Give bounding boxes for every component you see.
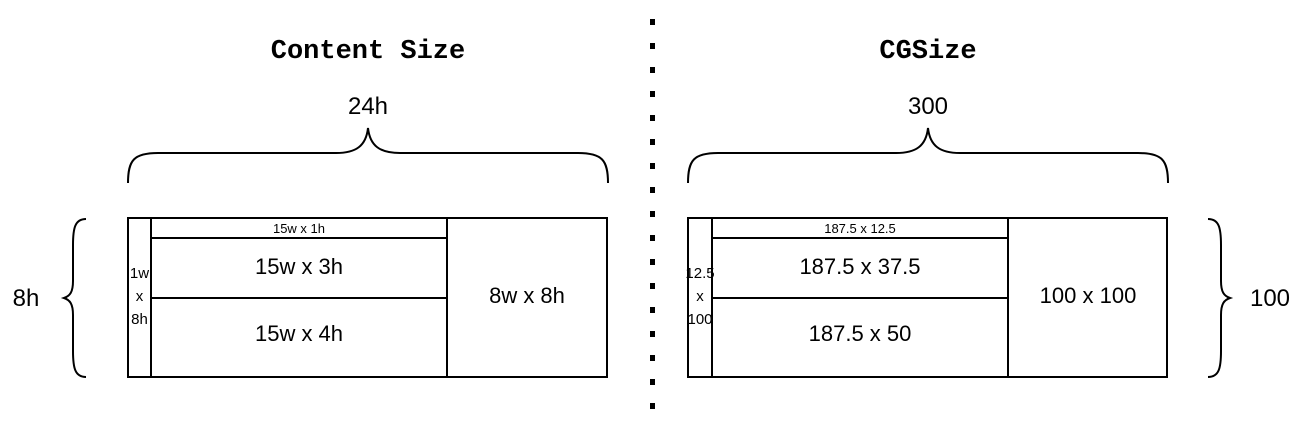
content-size-title: Content Size [271, 37, 465, 67]
square-cell-label: 100 x 100 [1040, 283, 1137, 308]
narrow-cell-label-line3: 8h [131, 311, 148, 328]
separator-dot [650, 235, 655, 241]
narrow-cell-label-line1: 12.5 [685, 265, 714, 282]
cgsize-height-brace [1207, 218, 1234, 378]
separator-dot [650, 163, 655, 169]
separator-dot [650, 355, 655, 361]
separator-dot [650, 187, 655, 193]
content-size-height-brace [60, 218, 87, 378]
narrow-cell-label-line2: x [696, 288, 704, 305]
separator-dot [650, 91, 655, 97]
square-cell-label: 8w x 8h [489, 283, 565, 308]
bottom-cell-label: 15w x 4h [255, 321, 343, 346]
separator-dot [650, 67, 655, 73]
middle-cell-label: 15w x 3h [255, 254, 343, 279]
separator-dot [650, 283, 655, 289]
separator-dot [650, 115, 655, 121]
bottom-cell-label: 187.5 x 50 [809, 321, 912, 346]
content-size-height-label: 8h [13, 285, 40, 312]
separator-dot [650, 379, 655, 385]
cgsize-height-label: 100 [1250, 285, 1290, 312]
narrow-cell-label-line1: 1w [130, 265, 149, 282]
separator-dot [650, 211, 655, 217]
narrow-cell-label-line2: x [136, 288, 144, 305]
narrow-cell-label-line3: 100 [687, 311, 712, 328]
cgsize-title: CGSize [879, 37, 976, 67]
cgsize-panel: CGSize 300 100 12.5 x 100 187.5 x 12.5 1… [685, 37, 1290, 378]
separator-dot [650, 43, 655, 49]
top-strip-cell-label: 15w x 1h [273, 221, 325, 236]
cgsize-width-brace [687, 127, 1169, 184]
separator-dot [650, 403, 655, 409]
content-size-width-label: 24h [348, 93, 388, 120]
middle-cell-label: 187.5 x 37.5 [799, 254, 920, 279]
dotted-separator [650, 19, 655, 409]
separator-dot [650, 307, 655, 313]
separator-dot [650, 139, 655, 145]
cgsize-width-label: 300 [908, 93, 948, 120]
content-size-panel: Content Size 24h 8h 1w x 8h 15w x 1h 15w… [13, 37, 609, 378]
separator-dot [650, 19, 655, 25]
separator-dot [650, 259, 655, 265]
top-strip-cell-label: 187.5 x 12.5 [824, 221, 896, 236]
separator-dot [650, 331, 655, 337]
content-size-width-brace [127, 127, 609, 184]
